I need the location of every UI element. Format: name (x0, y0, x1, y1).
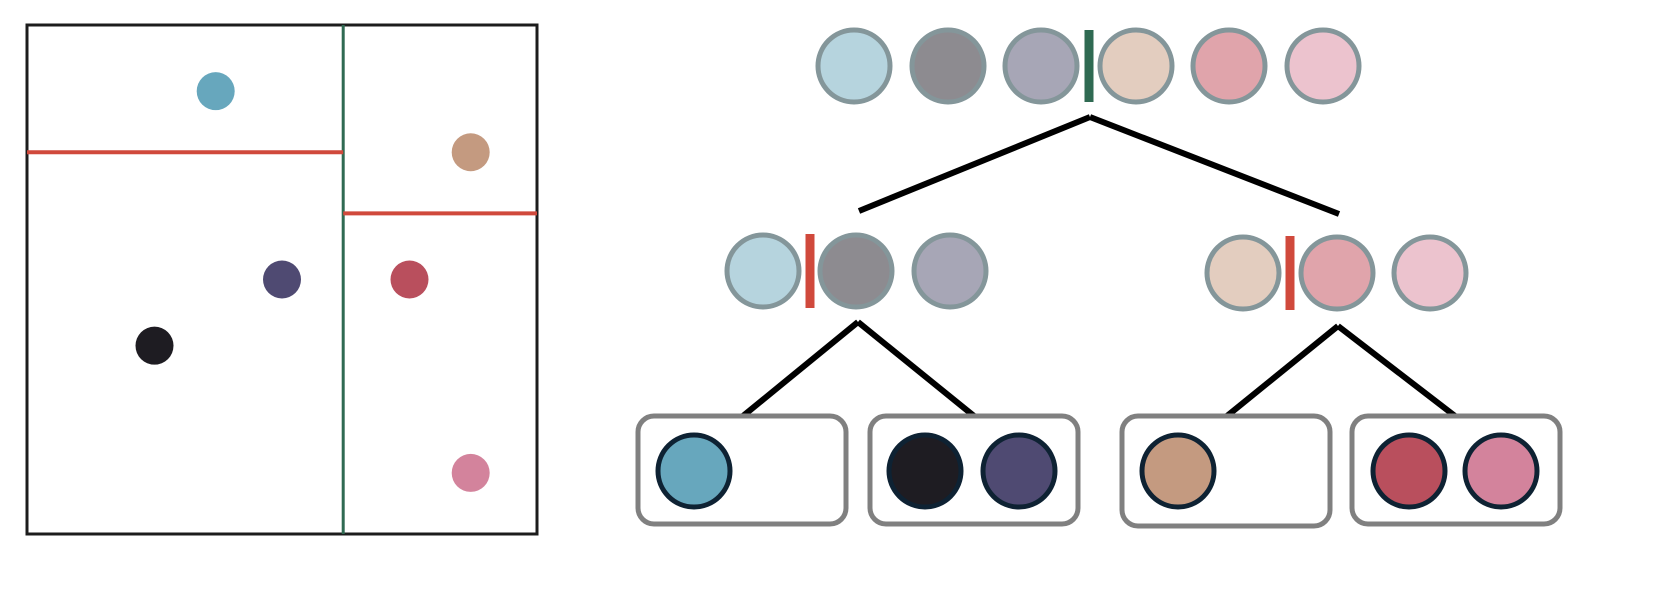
point-p1 (196, 72, 235, 111)
right-node-p6 (1391, 234, 1469, 312)
root-node-p2 (909, 27, 987, 105)
point-p3 (263, 260, 301, 299)
point-p2 (135, 326, 174, 365)
right-node-p4 (1204, 234, 1282, 312)
left-node-p1 (724, 232, 802, 310)
right-node-p5 (1298, 234, 1376, 312)
leaf-4-point-p5 (1370, 432, 1448, 510)
point-p4 (451, 133, 490, 172)
edge-left-leaf2 (856, 319, 976, 419)
partition-panel (25, 23, 539, 536)
root-node-p6 (1284, 27, 1362, 105)
left-node-p3 (911, 232, 989, 310)
point-p5 (390, 260, 429, 299)
partition-frame (25, 23, 539, 536)
leaf-1-point-p1 (655, 432, 733, 510)
point-p6 (451, 453, 490, 492)
leaf-2-point-p3 (980, 432, 1058, 510)
edge-root-left (857, 114, 1092, 214)
leaf-2-point-p2 (886, 432, 964, 510)
leaf-4-point-p6 (1462, 432, 1540, 510)
edge-right-leaf4 (1336, 323, 1457, 419)
root-node-p1 (815, 27, 893, 105)
leaf-3-point-p4 (1139, 432, 1217, 510)
root-node-p4 (1097, 27, 1175, 105)
edge-right-leaf3 (1225, 323, 1340, 419)
left-node-p2 (817, 232, 895, 310)
root-node-p5 (1190, 27, 1268, 105)
edge-left-leaf1 (741, 319, 860, 419)
edge-root-right (1088, 114, 1341, 217)
root-node-p3 (1002, 27, 1080, 105)
tree-panel (635, 27, 1563, 529)
